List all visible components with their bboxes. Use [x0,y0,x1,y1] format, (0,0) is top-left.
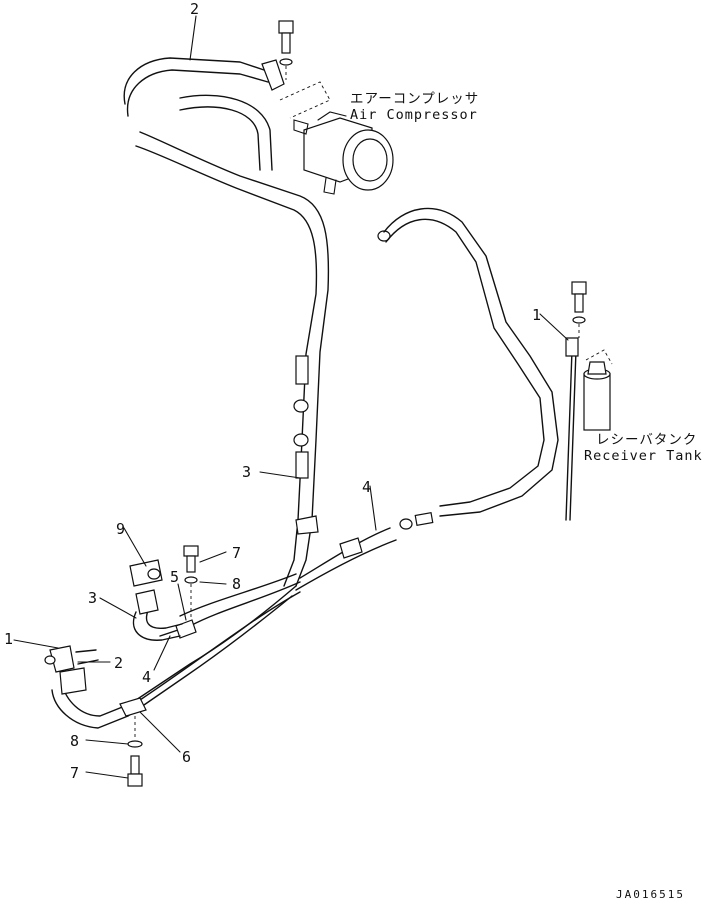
hose-2-upper [123,57,285,171]
air-compressor-label-en: Air Compressor [350,107,478,123]
callout-3-center: 3 [242,463,251,481]
bolt-7-washer-8-low [127,716,143,787]
callout-4-center: 4 [362,478,371,496]
callout-4-left: 4 [142,668,151,686]
callout-7-low: 7 [70,764,79,782]
callout-8-low: 8 [70,732,79,750]
leader-lines [13,15,569,779]
callout-8-mid: 8 [232,575,241,593]
callout-6: 6 [182,748,191,766]
callout-2-top: 2 [190,0,199,18]
component-labels: エアーコンプレッサ Air Compressor レシーバタンク Receive… [350,91,702,464]
air-compressor [293,111,394,195]
callout-1-left: 1 [4,630,13,648]
receiver-tank-label-en: Receiver Tank [584,448,702,464]
hose-3-main [135,131,330,587]
hose-3-short [129,559,183,641]
callout-2-left: 2 [114,654,123,672]
callout-3-left: 3 [88,589,97,607]
figure-code: JA016515 [616,888,685,901]
fitting-1-lower [44,645,99,695]
callout-5: 5 [170,568,179,586]
callout-1-receiver: 1 [532,306,541,324]
bolt-7-washer-8-mid [183,545,199,620]
lower-hose-bundle [51,515,363,729]
hose-receiver-line [295,207,559,591]
receiver-tank-label-jp: レシーバタンク [596,432,697,448]
callout-9: 9 [116,520,125,538]
compressor-bolt [278,20,331,119]
callouts: 2 3 4 1 9 7 5 8 3 1 2 4 8 6 7 [4,0,541,782]
receiver-tank [565,281,613,521]
air-compressor-label-jp: エアーコンプレッサ [350,91,479,107]
callout-7-mid: 7 [232,544,241,562]
